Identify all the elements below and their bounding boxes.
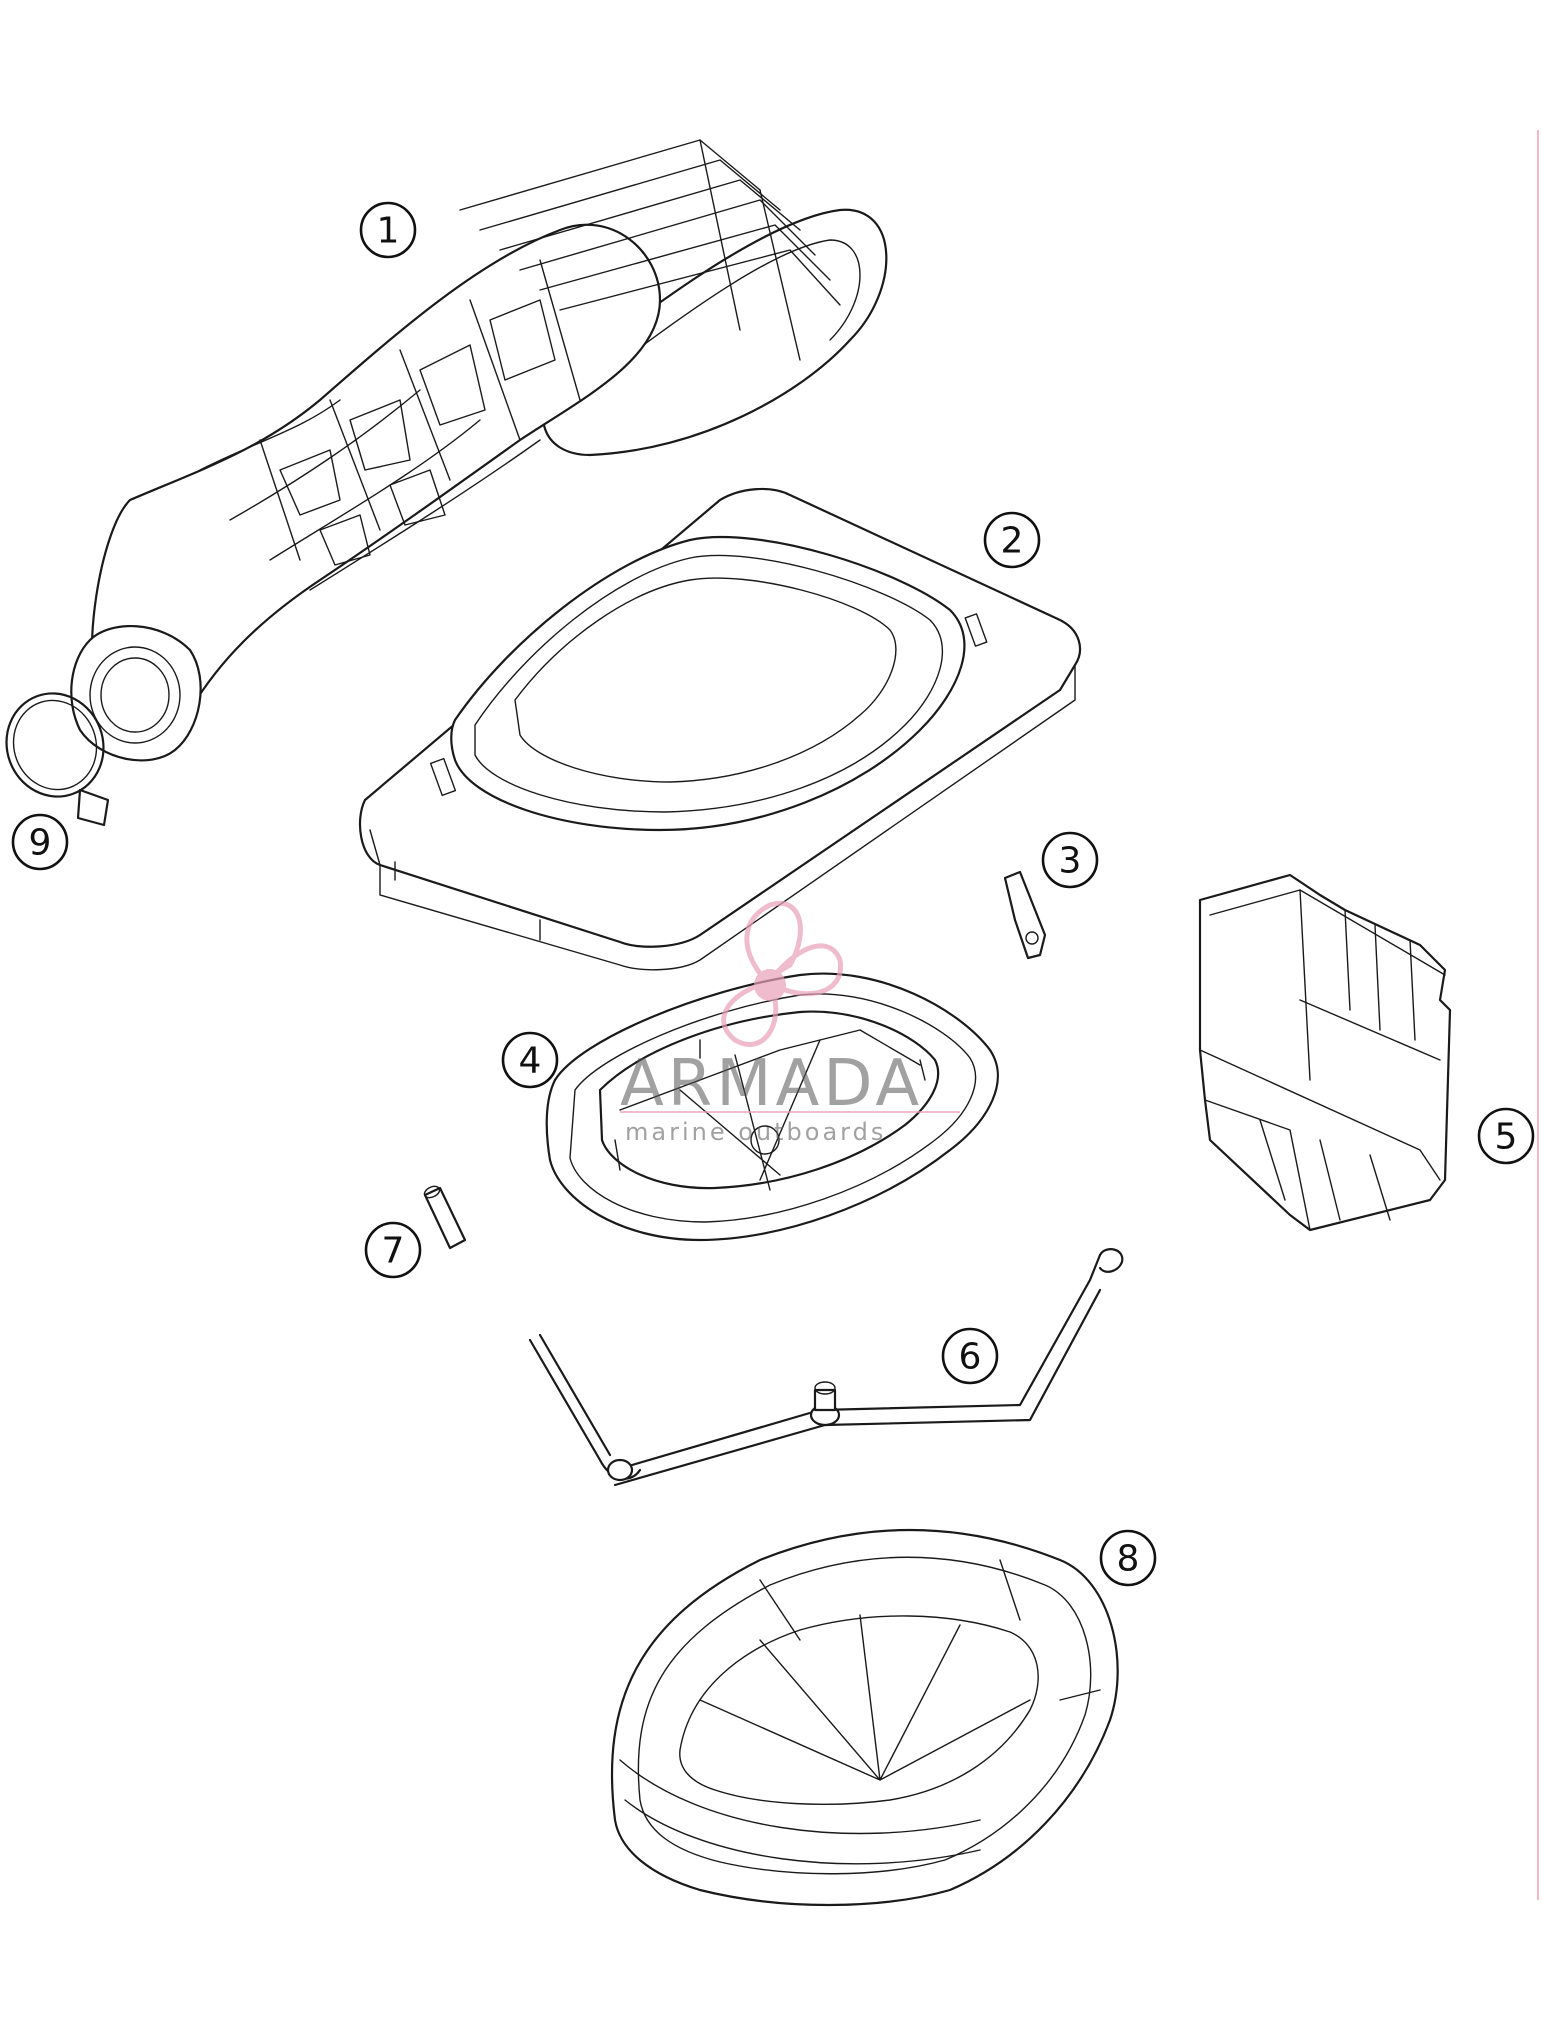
callout-7: 7	[364, 1221, 422, 1279]
part-1-intake-snorkel	[70, 139, 888, 762]
part-2-housing-lid	[358, 487, 1082, 971]
callout-1-label: 1	[377, 211, 400, 252]
watermark: ARMADA marine outboards	[620, 900, 960, 1146]
callout-6: 6	[941, 1327, 999, 1385]
callout-9-label: 9	[29, 823, 52, 864]
callout-2: 2	[983, 511, 1041, 569]
part-5-airbox-insert	[1198, 873, 1452, 1232]
part-9-hose-clamp	[5, 692, 110, 827]
callout-6-label: 6	[959, 1337, 982, 1378]
callout-5-label: 5	[1495, 1117, 1518, 1158]
part-3-clip	[1003, 870, 1047, 960]
part-6-actuator-rod	[528, 1248, 1124, 1487]
callout-4: 4	[501, 1031, 559, 1089]
callout-2-label: 2	[1001, 521, 1024, 562]
part-7-pin	[423, 1185, 467, 1250]
watermark-propeller-icon	[721, 900, 843, 1047]
watermark-tagline: marine outboards	[625, 1118, 886, 1146]
callout-3: 3	[1041, 831, 1099, 889]
callout-4-label: 4	[519, 1041, 542, 1082]
callout-8-label: 8	[1117, 1539, 1140, 1580]
part-8-filter-foam	[611, 1528, 1119, 1907]
callout-8: 8	[1099, 1529, 1157, 1587]
callout-1: 1	[359, 201, 417, 259]
callout-5: 5	[1477, 1107, 1535, 1165]
watermark-brand: ARMADA	[620, 1047, 923, 1121]
part-4-filter-tray	[545, 972, 999, 1242]
callout-9: 9	[11, 813, 69, 871]
callout-7-label: 7	[382, 1231, 405, 1272]
callout-3-label: 3	[1059, 841, 1082, 882]
